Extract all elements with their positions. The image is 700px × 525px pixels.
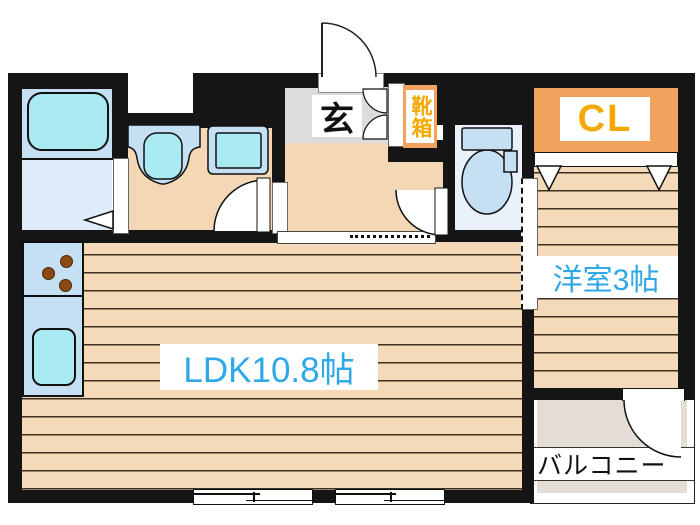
stove-burner bbox=[59, 279, 72, 292]
wall-toilet-north bbox=[437, 73, 534, 125]
hall-floor bbox=[283, 143, 390, 232]
wall-ldk-east bbox=[522, 398, 534, 503]
wall-washroom-north bbox=[125, 113, 195, 128]
wall-north-east bbox=[522, 73, 695, 88]
balcony-label-band: バルコニー bbox=[531, 447, 694, 481]
bath-sliding-door bbox=[113, 158, 129, 234]
wall-washroom-south bbox=[8, 230, 278, 243]
window-tick bbox=[253, 492, 255, 502]
balcony-door-opening bbox=[622, 389, 685, 401]
shoebox-label: 靴箱 bbox=[409, 94, 432, 139]
window-south-left bbox=[193, 489, 313, 505]
front-door-threshold bbox=[318, 73, 384, 93]
wall-partition-lower bbox=[522, 308, 534, 398]
wall-washroom-east bbox=[272, 128, 285, 183]
western-room-sliding-door bbox=[521, 178, 538, 310]
kitchen-divider bbox=[24, 295, 82, 297]
bathroom-floor bbox=[22, 158, 112, 232]
wall-east bbox=[678, 88, 695, 392]
entrance-step bbox=[277, 231, 436, 244]
shoebox-label-box: 靴箱 bbox=[406, 90, 434, 143]
wall-toilet-south bbox=[433, 230, 534, 242]
toilet-room-floor bbox=[455, 125, 522, 232]
stove-burner bbox=[42, 267, 55, 280]
front-door-swing bbox=[321, 22, 377, 78]
entrance-label: 玄 bbox=[312, 95, 362, 139]
ldk-label: LDK10.8帖 bbox=[160, 344, 378, 390]
window-south-right bbox=[335, 489, 445, 505]
western-room-label: 洋室3帖 bbox=[534, 256, 678, 298]
wall-bath-north bbox=[8, 73, 128, 89]
window-pane-line bbox=[336, 493, 397, 495]
closet-box: CL bbox=[534, 88, 678, 152]
wall-toilet-west bbox=[443, 125, 455, 235]
stove-burner bbox=[60, 255, 73, 268]
wall-partition-upper bbox=[522, 88, 534, 178]
window-pane-line bbox=[383, 499, 444, 501]
shoebox: 靴箱 bbox=[403, 85, 437, 148]
bathroom-tub-zone bbox=[22, 89, 112, 158]
wall-north-block bbox=[193, 73, 285, 128]
entrance-step-dots bbox=[350, 235, 430, 238]
wall-entrance-west bbox=[275, 73, 322, 88]
kitchen-sink bbox=[32, 328, 76, 386]
window-pane-line bbox=[245, 499, 312, 501]
window-pane-line bbox=[194, 493, 261, 495]
closet-label: CL bbox=[560, 97, 650, 141]
closet-shelf bbox=[534, 152, 678, 167]
washroom-door-jamb bbox=[272, 182, 288, 234]
hall-floor-east bbox=[390, 162, 443, 232]
wall-west bbox=[8, 73, 22, 503]
balcony-label: バルコニー bbox=[537, 452, 667, 480]
window-tick bbox=[390, 492, 392, 502]
wall-bath-east bbox=[112, 73, 128, 160]
washroom-floor bbox=[125, 125, 272, 232]
balcony: バルコニー bbox=[530, 390, 695, 504]
